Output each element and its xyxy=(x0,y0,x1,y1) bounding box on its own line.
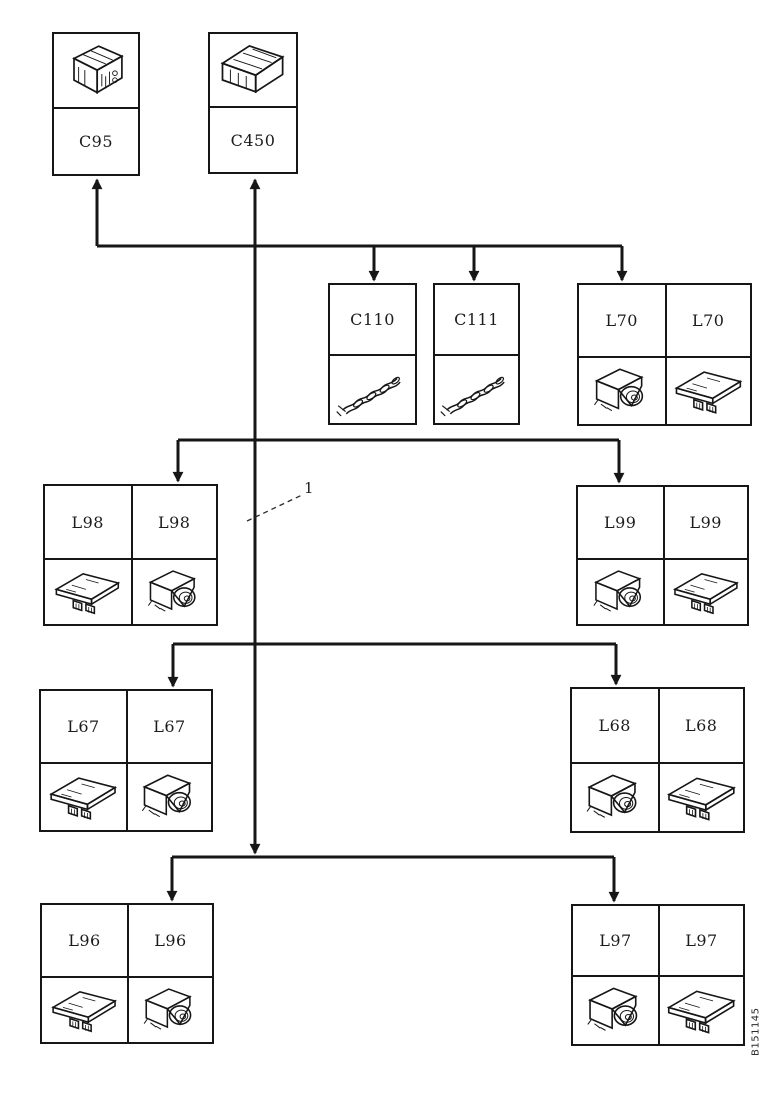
lamp-housing-icon xyxy=(127,976,212,1042)
callout-1-label: 1 xyxy=(304,479,314,497)
component-label-l97: L97 xyxy=(658,906,743,975)
component-label-l68: L68 xyxy=(572,689,658,762)
component-label-c95: C95 xyxy=(54,107,138,174)
component-label-l98: L98 xyxy=(45,486,131,558)
component-box-c111: C111 xyxy=(433,283,520,425)
component-box-c450: C450 xyxy=(208,32,298,174)
lamp-bracket-icon xyxy=(658,975,743,1044)
component-label-l96: L96 xyxy=(127,905,212,976)
lamp-bracket-icon xyxy=(664,356,750,424)
component-label-l67: L67 xyxy=(41,691,126,762)
component-label-c450: C450 xyxy=(210,106,296,172)
component-label-c110: C110 xyxy=(330,285,415,354)
lamp-housing-icon xyxy=(130,558,216,624)
lamp-bracket-icon xyxy=(41,762,126,830)
component-label-l70: L70 xyxy=(579,285,665,356)
connector-block-icon xyxy=(54,34,138,107)
lamp-housing-icon xyxy=(126,762,211,830)
lamp-housing-icon xyxy=(578,558,663,624)
twisted-wires-icon xyxy=(330,354,415,423)
component-label-c111: C111 xyxy=(435,285,518,354)
component-label-l99: L99 xyxy=(662,487,747,558)
lamp-bracket-icon xyxy=(42,976,127,1042)
component-label-l68: L68 xyxy=(657,689,743,762)
figure-code: B151145 xyxy=(750,1007,762,1057)
lamp-housing-icon xyxy=(572,762,658,831)
lamp-bracket-icon xyxy=(662,558,747,624)
component-label-l98: L98 xyxy=(130,486,216,558)
connector-block-wide-icon xyxy=(210,34,296,106)
component-label-l99: L99 xyxy=(578,487,663,558)
lamp-housing-icon xyxy=(573,975,658,1044)
lamp-bracket-icon xyxy=(657,762,743,831)
component-box-c95: C95 xyxy=(52,32,140,176)
callout-1-leader-line xyxy=(246,494,303,522)
component-label-l67: L67 xyxy=(126,691,211,762)
component-box-c110: C110 xyxy=(328,283,417,425)
component-label-l96: L96 xyxy=(42,905,127,976)
twisted-wires-icon xyxy=(435,354,518,423)
lamp-bracket-icon xyxy=(45,558,131,624)
component-label-l97: L97 xyxy=(573,906,658,975)
lamp-housing-icon xyxy=(579,356,665,424)
component-label-l70: L70 xyxy=(664,285,750,356)
